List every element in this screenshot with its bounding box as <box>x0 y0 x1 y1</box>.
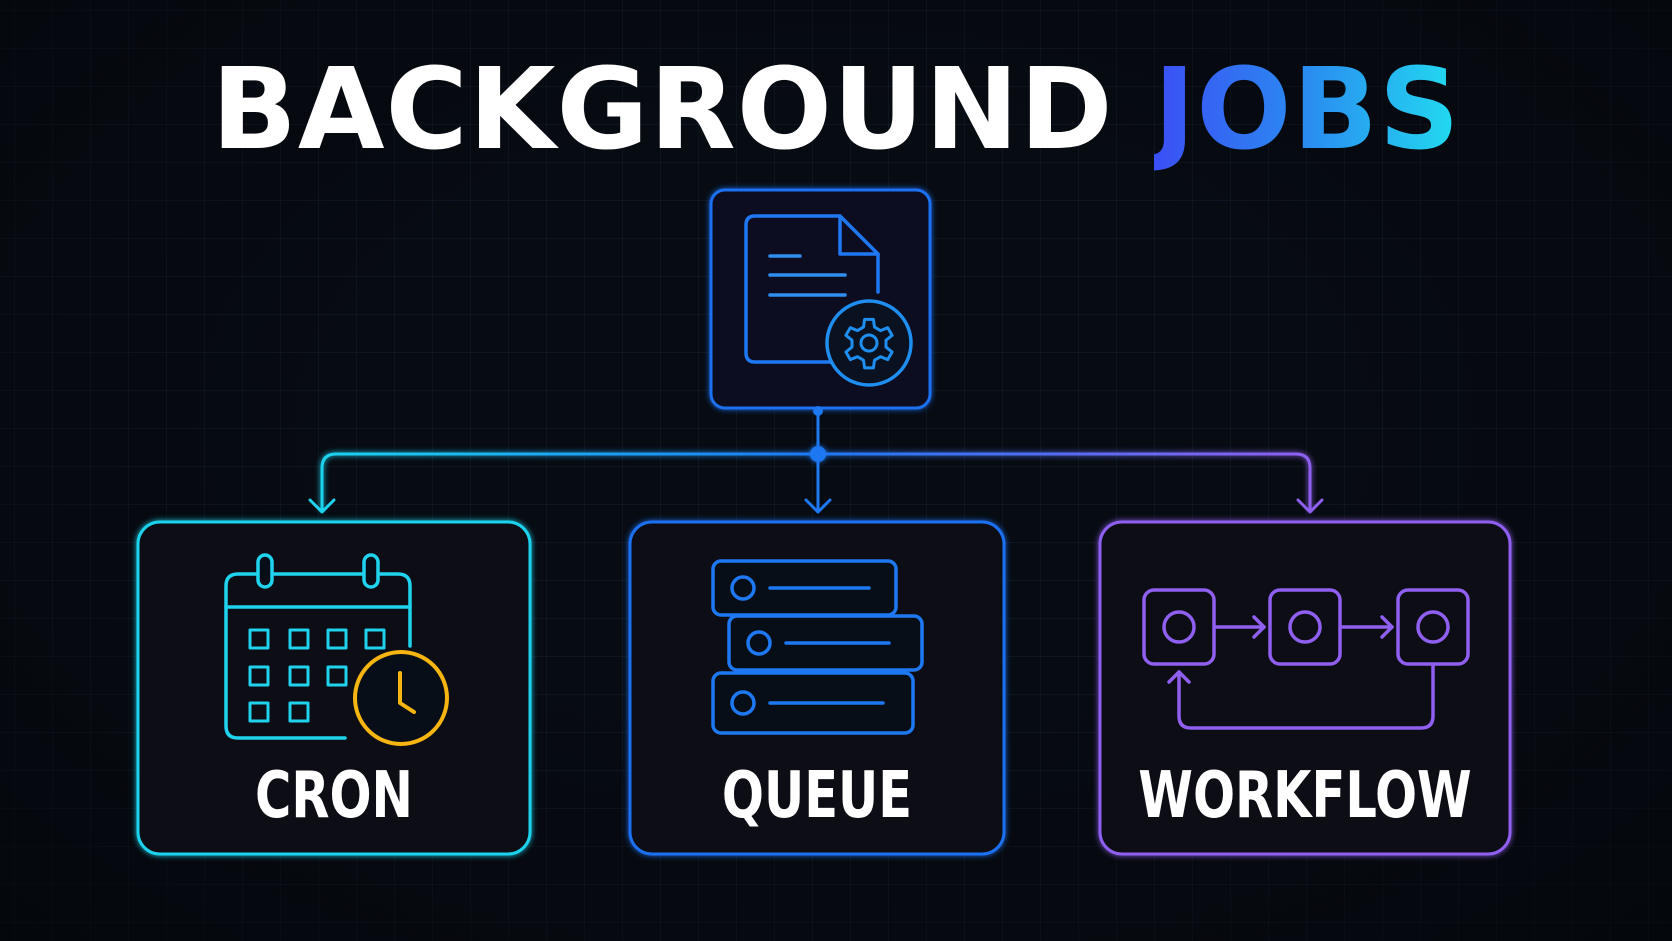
clock-icon <box>353 650 449 746</box>
queue-node <box>628 520 1006 856</box>
cron-box <box>136 520 532 856</box>
cron-label: CRON <box>255 759 413 833</box>
title-accent: JOBS <box>1153 45 1461 175</box>
arrow-to-workflow <box>1296 498 1324 514</box>
workflow-loop-icon <box>1142 588 1470 730</box>
workflow-box <box>1098 520 1512 856</box>
branch-line <box>320 452 1312 512</box>
workflow-label: WORKFLOW <box>1138 759 1472 833</box>
queue-label: QUEUE <box>721 759 913 833</box>
cron-node <box>136 520 532 856</box>
arrow-to-cron <box>308 498 336 514</box>
document-gear-icon <box>744 214 913 387</box>
arrow-to-queue <box>804 498 832 514</box>
source-node <box>709 188 932 410</box>
connectors <box>308 406 1324 514</box>
title-main: BACKGROUND <box>211 45 1114 175</box>
page-title: BACKGROUND JOBS <box>0 45 1672 175</box>
calendar-clock-icon <box>224 553 449 746</box>
stacked-list-icon <box>711 559 924 735</box>
gear-icon <box>844 317 894 370</box>
workflow-node <box>1098 520 1512 856</box>
